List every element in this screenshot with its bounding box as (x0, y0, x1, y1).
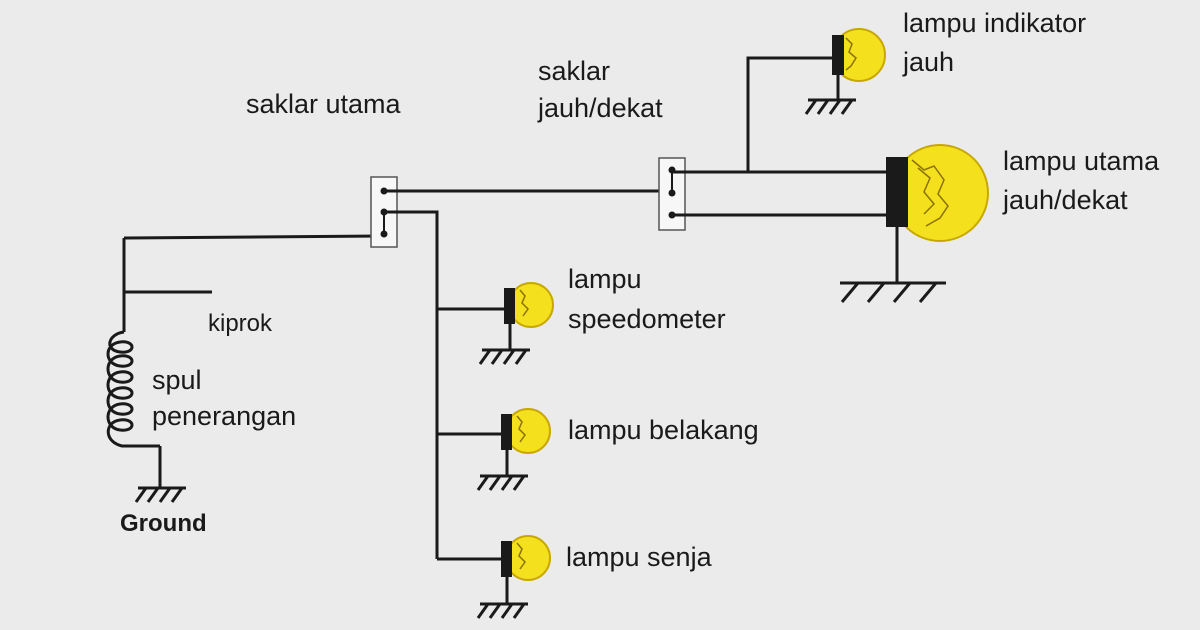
label-spul-line2: penerangan (152, 401, 297, 431)
label-spul-line1: spul (152, 365, 202, 395)
indicator-ground-symbol (804, 98, 858, 116)
label-lampu-indikator-line2: jauh (903, 47, 955, 77)
label-kiprok: kiprok (208, 310, 273, 337)
senja-ground-symbol (476, 602, 530, 620)
lampu-senja-bulb (501, 535, 551, 604)
lampu-indikator-bulb (832, 28, 886, 100)
belakang-ground-symbol (476, 474, 530, 492)
label-saklar-jauh-dekat-line2: jauh/dekat (538, 93, 663, 123)
label-saklar-utama: saklar utama (246, 89, 401, 119)
spul-coil (106, 238, 162, 488)
lampu-utama-bulb (886, 144, 989, 283)
label-lampu-speedometer-line2: speedometer (568, 304, 726, 334)
label-ground: Ground (120, 510, 207, 537)
main-feed-wire (123, 234, 385, 240)
saklar-jauh-dekat-switch (658, 157, 686, 231)
lampu-speedometer-bulb (504, 282, 554, 350)
headlamp-ground-symbol (840, 281, 946, 303)
label-lampu-utama-line1: lampu utama (1003, 146, 1160, 176)
label-lampu-belakang: lampu belakang (568, 415, 759, 445)
label-lampu-speedometer-line1: lampu (568, 264, 642, 294)
label-lampu-indikator-line1: lampu indikator (903, 8, 1087, 38)
lamp-bus-wire (384, 210, 439, 559)
label-lampu-utama-line2: jauh/dekat (1003, 185, 1128, 215)
label-lampu-senja: lampu senja (566, 542, 712, 572)
coil-ground-symbol (134, 486, 188, 504)
indicator-wire (746, 56, 834, 172)
lampu-belakang-bulb (501, 408, 551, 476)
speedometer-ground-symbol (478, 348, 532, 366)
label-saklar-jauh-dekat-line1: saklar (538, 56, 611, 86)
